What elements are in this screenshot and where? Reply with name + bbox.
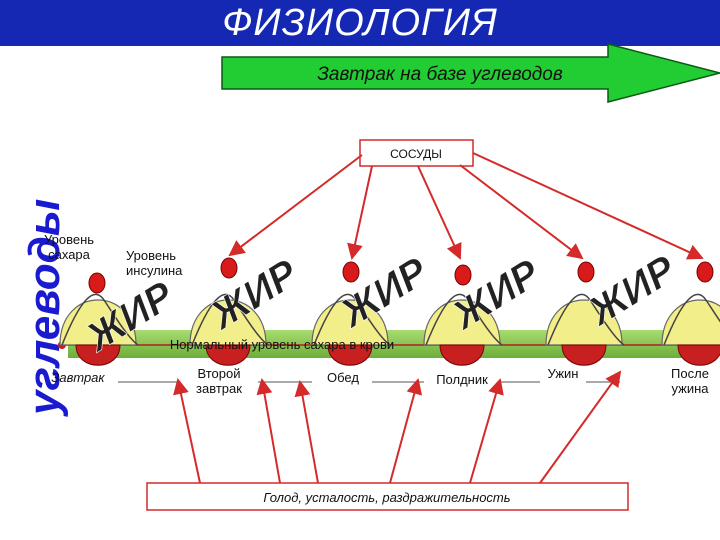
meal-afternoon: Полдник [424,372,500,387]
normal-band-label: Нормальный уровень сахара в крови [170,337,394,352]
sugar-dip-4 [440,345,484,365]
meal-after-dinner: После ужина [660,366,720,396]
vessels-label: СОСУДЫ [390,147,442,161]
meal-breakfast: Завтрак [38,370,118,385]
banner-text: Завтрак на базе углеводов [317,64,563,85]
vessel-arrows [230,153,702,258]
meal-dinner: Ужин [540,366,586,381]
sugar-dip-5 [562,345,606,365]
meal-second-breakfast: Второй завтрак [180,366,258,396]
symptoms-text: Голод, усталость, раздражительность [263,490,510,505]
sugar-dip-6 [678,345,720,365]
sugar-level-label: Уровень сахара [34,232,104,262]
meal-lunch: Обед [316,370,370,385]
insulin-level-label: Уровень инсулина [126,248,210,278]
